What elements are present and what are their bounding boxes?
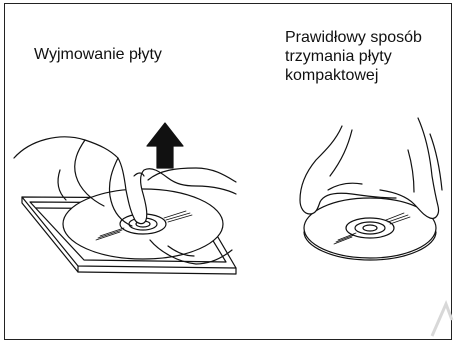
- up-arrow-icon: [147, 123, 183, 168]
- watermark-mark: [432, 304, 452, 336]
- cd-disc-icon-right: [304, 198, 436, 260]
- cd-removal-illustration: [14, 123, 236, 274]
- cd-holding-illustration: [300, 118, 442, 260]
